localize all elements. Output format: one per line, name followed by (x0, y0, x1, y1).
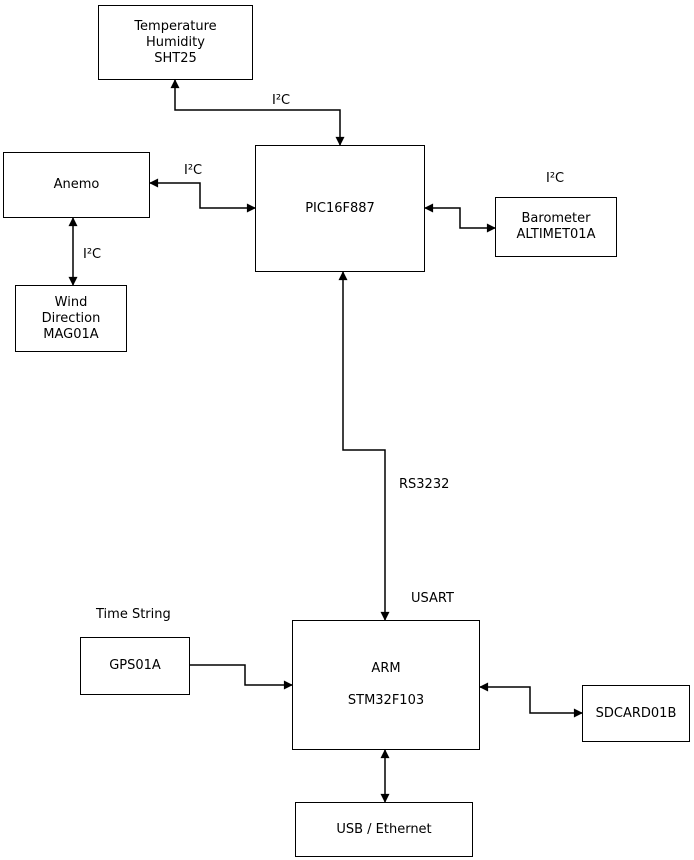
connector-pic-sht25 (170, 79, 345, 146)
box-arm-stm32f103: ARM STM32F103 (292, 620, 480, 750)
box-label-line: ALTIMET01A (516, 227, 596, 242)
connector-pic-barometer (424, 203, 496, 233)
label-i2c-wind: I²C (83, 247, 102, 262)
label-i2c-anemo: I²C (184, 163, 203, 178)
box-label-line: Direction (41, 310, 101, 326)
box-barometer-altimet01a: Barometer ALTIMET01A (495, 197, 617, 257)
label-rs232: RS3232 (399, 477, 450, 492)
connector-arm-sdcard (479, 682, 583, 718)
box-sdcard01b: SDCARD01B (582, 685, 690, 742)
box-anemo: Anemo (3, 152, 150, 218)
box-wind-direction-mag01a: Wind Direction MAG01A (15, 285, 127, 352)
connector-pic-arm (338, 271, 390, 621)
label-usart: USART (411, 591, 454, 606)
box-label-line: ARM (371, 661, 401, 676)
box-label-line: STM32F103 (347, 693, 425, 708)
box-label-line: GPS01A (109, 658, 161, 673)
box-label-line: Temperature (134, 18, 217, 34)
box-pic16f887: PIC16F887 (255, 145, 425, 272)
box-label-line: USB / Ethernet (336, 821, 432, 837)
label-i2c-sht25: I²C (272, 93, 291, 108)
box-label-line: Barometer (521, 211, 591, 226)
box-label-line: Humidity (146, 34, 205, 50)
box-label-line: SDCARD01B (595, 705, 677, 721)
connector-anemo-pic (149, 178, 256, 213)
box-label-line: Wind (54, 294, 88, 310)
box-label-line: Anemo (53, 177, 100, 192)
label-time-string: Time String (96, 607, 171, 622)
label-i2c-barometer: I²C (546, 171, 565, 186)
box-temperature-humidity-sht25: Temperature Humidity SHT25 (98, 5, 253, 80)
box-label-line: MAG01A (43, 326, 99, 342)
box-label-line: SHT25 (154, 50, 197, 66)
connector-gps-arm (190, 664, 293, 690)
box-gps01a: GPS01A (80, 637, 190, 695)
box-usb-ethernet: USB / Ethernet (295, 802, 473, 857)
box-label-line: PIC16F887 (305, 200, 375, 216)
